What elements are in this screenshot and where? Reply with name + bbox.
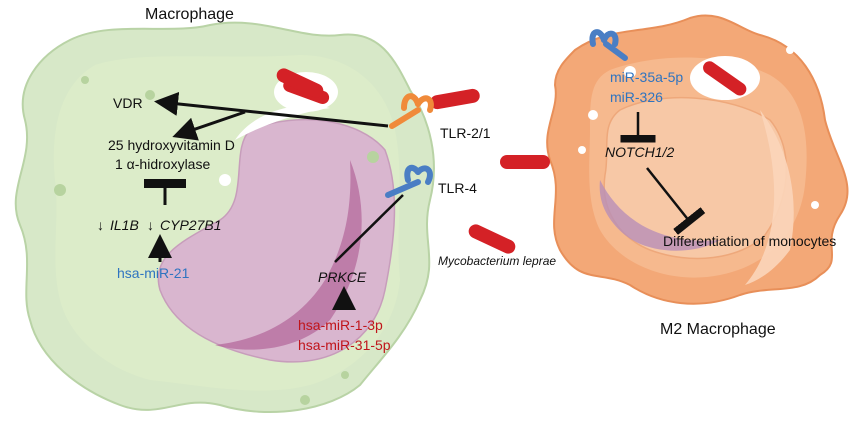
mir31-label: hsa-miR-31-5p	[298, 337, 391, 353]
granule	[81, 76, 89, 84]
bacterium-extracellular	[276, 68, 324, 98]
vesicle	[578, 146, 586, 154]
vesicle	[624, 66, 636, 78]
tlr21-label: TLR-2/1	[440, 125, 491, 141]
arrow-vdr-to-hydroxylase	[172, 110, 246, 141]
cyp27b1-down-arrow: ↓	[147, 217, 154, 233]
hydroxylase-label-line1: 25 hydroxyvitamin D	[108, 137, 235, 153]
notch-label: NOTCH1/2	[605, 144, 675, 160]
macrophage-nucleus-fold	[215, 160, 362, 350]
vdr-label: VDR	[113, 95, 143, 111]
bacterium-extracellular	[430, 88, 480, 110]
m2-cytoplasm-stripe	[745, 110, 794, 285]
bacterium-m2	[703, 61, 747, 96]
mir1-label: hsa-miR-1-3p	[298, 317, 383, 333]
cyp27b1-label: CYP27B1	[160, 217, 222, 233]
tlr4-receptor-icon	[385, 164, 433, 198]
tlr4-label: TLR-4	[438, 180, 477, 196]
il1b-down-arrow: ↓	[97, 217, 104, 233]
mycobacterium-label: Mycobacterium leprae	[438, 254, 557, 268]
mir35a-label: miR-35a-5p	[610, 69, 684, 85]
m2-nucleus-fold	[599, 180, 720, 251]
vesicle	[219, 174, 231, 186]
tlr21-receptor-icon	[389, 93, 434, 129]
m2-title: M2 Macrophage	[660, 321, 776, 338]
vesicle	[811, 201, 819, 209]
granule	[367, 151, 379, 163]
vesicle	[588, 110, 598, 120]
il1b-label: IL1B	[110, 217, 139, 233]
inhibit-notch-differentiation	[646, 167, 706, 235]
differentiation-label: Differentiation of monocytes	[663, 233, 837, 249]
hydroxylase-label-line2: 1 α-hidroxylase	[115, 156, 211, 172]
prkce-label: PRKCE	[318, 269, 367, 285]
granule	[300, 395, 310, 405]
mir326-label: miR-326	[610, 89, 663, 105]
granule	[54, 184, 66, 196]
arrow-tlr21-to-vdr	[154, 91, 389, 128]
mir21-label: hsa-miR-21	[117, 265, 190, 281]
bacterium-extracellular	[500, 155, 550, 169]
m2-receptor-icon	[589, 29, 628, 61]
granule	[145, 90, 155, 100]
macrophage-title: Macrophage	[145, 6, 234, 23]
vesicle	[786, 46, 794, 54]
link-tlr4-to-prkce	[334, 194, 404, 263]
bacterium-extracellular	[468, 224, 516, 254]
granule	[341, 371, 349, 379]
